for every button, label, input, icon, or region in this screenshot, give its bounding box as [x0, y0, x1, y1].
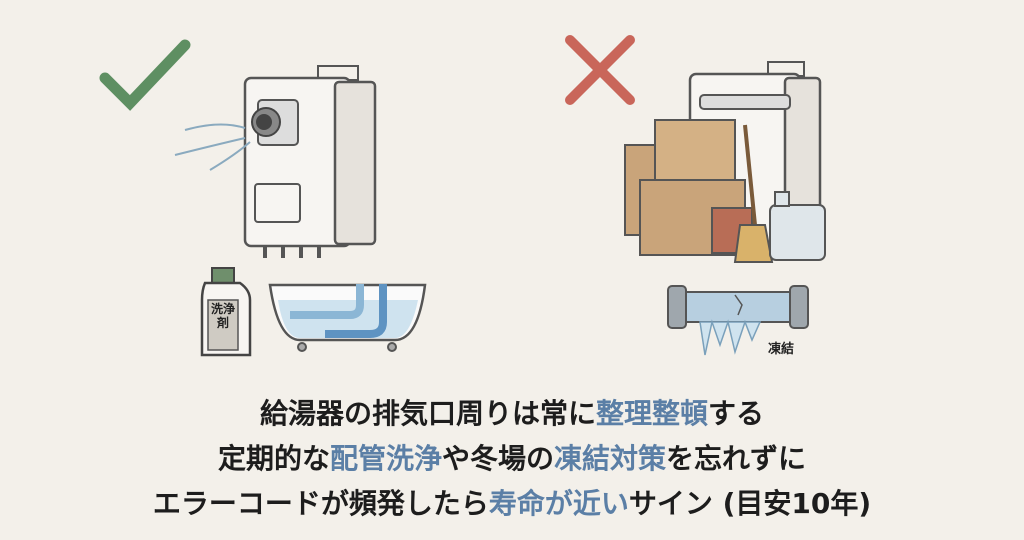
caption-line-2: 定期的な配管洗浄や冬場の凍結対策を忘れずに [0, 437, 1024, 477]
caption-text: や冬場の [441, 442, 554, 475]
detergent-label: 洗浄剤 [210, 302, 235, 330]
bathtub [268, 283, 427, 352]
water-heater-good [174, 65, 377, 258]
water-heater-blocked [624, 61, 826, 263]
caption-text: 給湯器の排気口周りは常に [259, 397, 596, 430]
caption-text: を忘れずに [666, 442, 807, 475]
frozen-label: 凍結 [768, 342, 795, 357]
caption-text: する [708, 397, 765, 430]
detergent-bottle [200, 267, 252, 357]
caption-line-3: エラーコードが頻発したら寿命が近いサイン (目安10年) [0, 482, 1024, 522]
highlighted-text: 寿命が近い [488, 487, 629, 520]
caption-text: 定期的な [217, 442, 330, 475]
caption-line-1: 給湯器の排気口周りは常に整理整頓する [0, 392, 1024, 432]
frozen-pipe [667, 285, 809, 356]
caption-text: エラーコードが頻発したら [152, 487, 489, 520]
check-icon [99, 39, 191, 111]
highlighted-text: 凍結対策 [554, 442, 667, 475]
highlighted-text: 配管洗浄 [329, 442, 442, 475]
cross-icon [565, 35, 635, 105]
caption-text: サイン (目安10年) [628, 487, 872, 520]
highlighted-text: 整理整頓 [595, 397, 708, 430]
illustration [99, 35, 826, 357]
